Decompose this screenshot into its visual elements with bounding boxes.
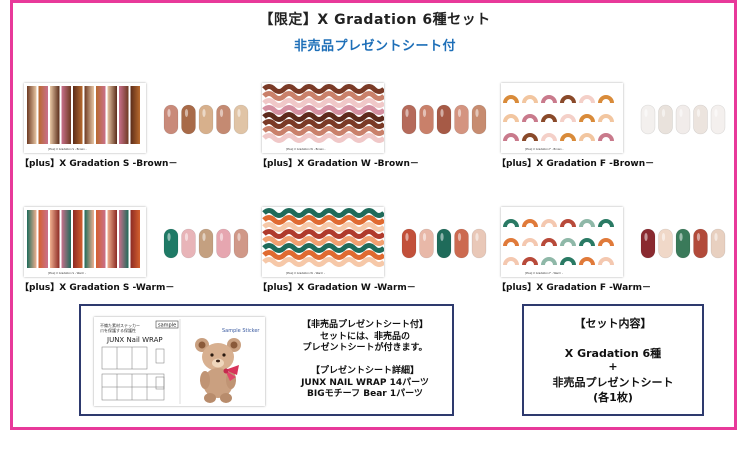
nail-sample-image xyxy=(399,83,491,153)
present-sheet-drawing: 不織た素材ステッカー 爪を保護する保護性 JUNX Nail WRAP samp… xyxy=(100,319,260,404)
mini-sheet-sub: 不織た素材ステッカー xyxy=(100,322,140,328)
product-label: 【plus】X Gradation W -Brown－ xyxy=(258,159,419,169)
nail-sample-image xyxy=(638,207,730,277)
page-title: 【限定】X Gradation 6種セット xyxy=(259,12,491,28)
present-line-2: セットには、非売品の xyxy=(319,331,410,342)
set-line-1: X Gradation 6種 xyxy=(564,347,662,360)
set-contents-box xyxy=(522,304,704,416)
present-line-5: 【プレゼントシート詳細】 xyxy=(310,366,419,376)
nail-sheet-image: [Plus] X Gradation W - Warm - xyxy=(262,207,384,277)
set-line-3: (各1枚) xyxy=(593,391,633,404)
present-line-7: BIGモチーフ Bear 1パーツ xyxy=(307,389,423,399)
svg-text:[Plus] X Gradation W - Warm -: [Plus] X Gradation W - Warm - xyxy=(286,271,325,275)
svg-text:[Plus] X Gradation F - Warm -: [Plus] X Gradation F - Warm - xyxy=(525,271,563,275)
nail-sample-image xyxy=(399,207,491,277)
product-label: 【plus】X Gradation S -Brown－ xyxy=(20,159,178,169)
nail-sample-image xyxy=(161,83,253,153)
set-line-2: 非売品プレゼントシート xyxy=(552,376,674,389)
nail-sheet-image: [Plus] X Gradation F - Brown - xyxy=(501,83,623,153)
set-heading: 【セット内容】 xyxy=(574,317,652,330)
product-label: 【plus】X Gradation F -Brown－ xyxy=(497,159,655,169)
product-label: 【plus】X Gradation F -Warm－ xyxy=(497,283,651,293)
product-label: 【plus】X Gradation S -Warm－ xyxy=(20,283,175,293)
page-subtitle: 非売品プレゼントシート付 xyxy=(293,39,456,54)
svg-text:[Plus] X Gradation F - Brown -: [Plus] X Gradation F - Brown - xyxy=(525,147,563,151)
present-sheet-image: 不織た素材ステッカー 爪を保護する保護性 JUNX Nail WRAP samp… xyxy=(94,317,265,406)
nail-sheet-image: [Plus] X Gradation S - Brown - xyxy=(24,83,146,153)
nail-sheet-image: [Plus] X Gradation W - Brown - xyxy=(262,83,384,153)
present-description: 【非売品プレゼントシート付】 セットには、非売品の プレゼントシートが付きます。… xyxy=(280,320,450,401)
nail-sheet-image: [Plus] X Gradation F - Warm - xyxy=(501,207,623,277)
present-line-3: プレゼントシートが付きます。 xyxy=(302,343,428,353)
present-line-6: JUNX NAIL WRAP 14パーツ xyxy=(301,377,429,388)
bear-icon xyxy=(195,338,241,403)
mini-sheet-title: JUNX Nail WRAP xyxy=(106,336,163,344)
svg-text:[Plus] X Gradation S - Warm -: [Plus] X Gradation S - Warm - xyxy=(48,271,86,275)
svg-text:[Plus] X Gradation W - Brown -: [Plus] X Gradation W - Brown - xyxy=(286,147,326,151)
present-line-4 xyxy=(280,355,450,367)
svg-text:[Plus] X Gradation S - Brown -: [Plus] X Gradation S - Brown - xyxy=(48,147,87,151)
sticker-label: Sample Sticker xyxy=(222,328,260,334)
sample-label: sample xyxy=(158,323,176,329)
set-plus: + xyxy=(608,360,618,373)
pink-frame xyxy=(10,0,737,430)
nail-sample-image xyxy=(161,207,253,277)
nail-sheet-image: [Plus] X Gradation S - Warm - xyxy=(24,207,146,277)
product-label: 【plus】X Gradation W -Warm－ xyxy=(258,283,416,293)
nail-sample-image xyxy=(638,83,730,153)
present-line-1: 【非売品プレゼントシート付】 xyxy=(301,320,428,330)
mini-sheet-sub2: 爪を保護する保護性 xyxy=(100,327,136,333)
